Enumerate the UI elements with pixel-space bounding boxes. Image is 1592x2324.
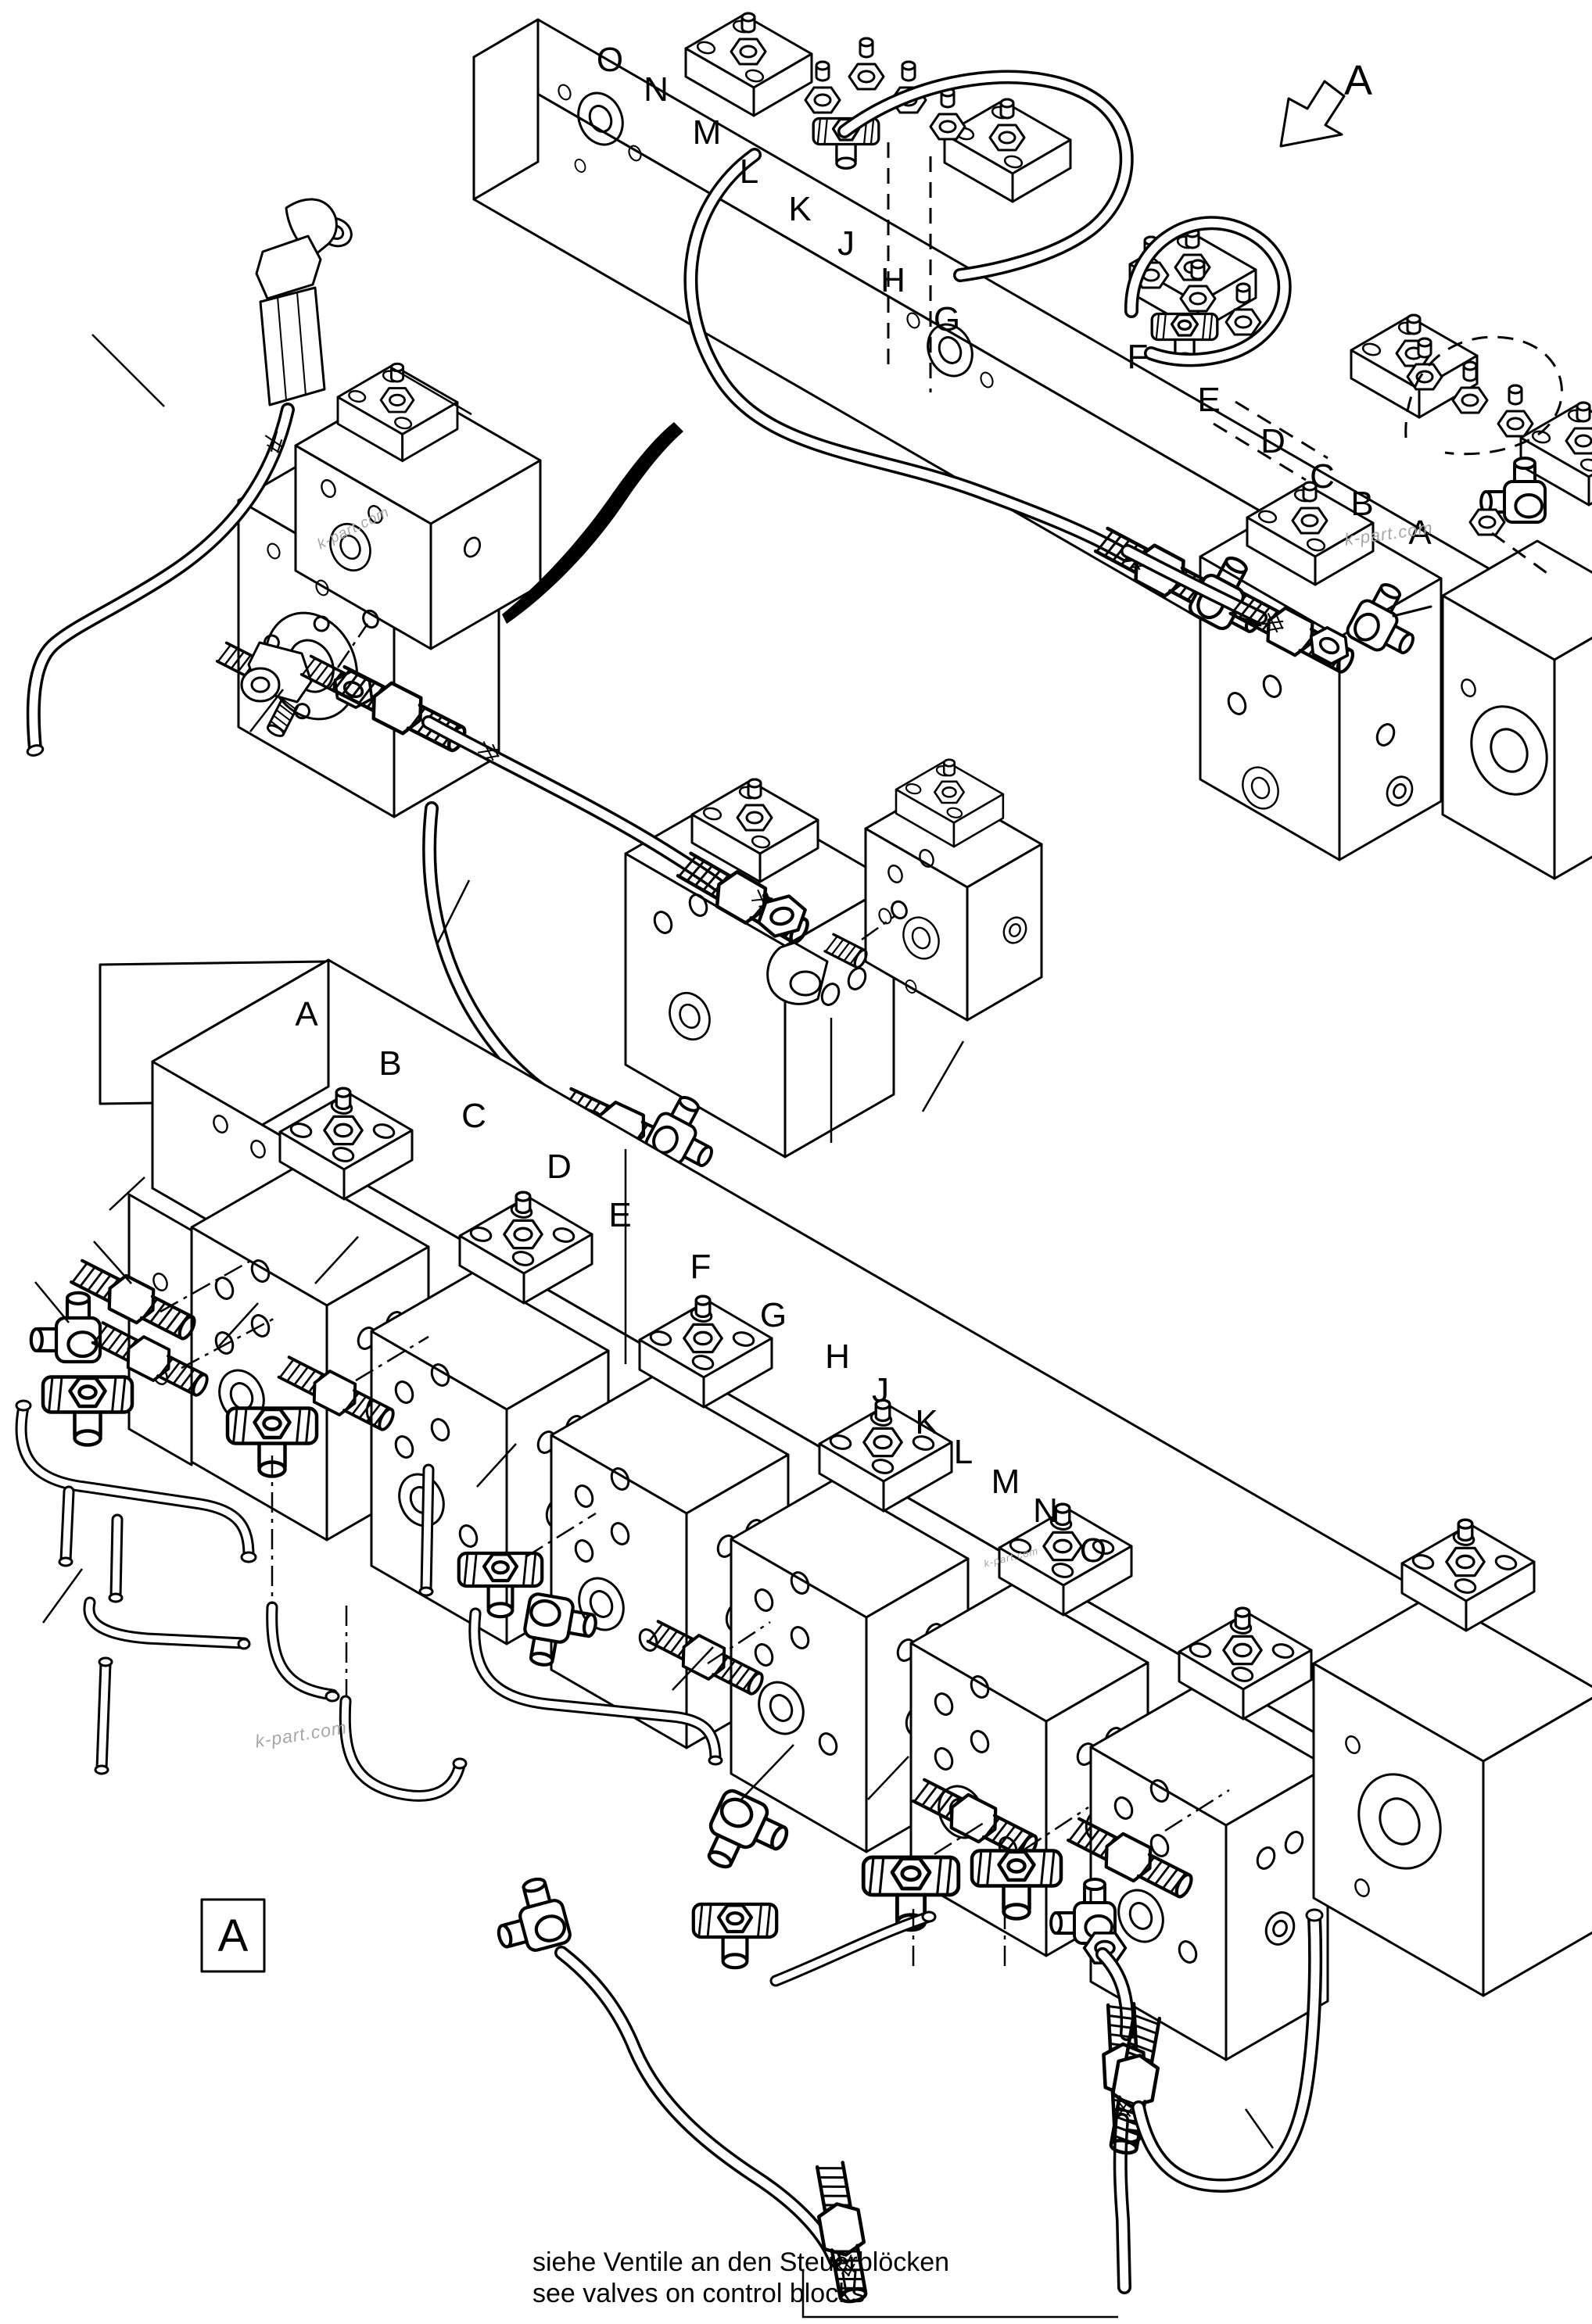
detail-marker-label: A [217, 1910, 249, 1961]
bottom-label-m: M [991, 1463, 1020, 1501]
top-label-d: D [1260, 422, 1285, 460]
bottom-label-d: D [547, 1148, 572, 1186]
tee-fitting-detail [215, 641, 815, 951]
top-label-m: M [692, 113, 722, 152]
section-swoosh [502, 422, 683, 624]
top-assembly-hidden-lines [887, 142, 1563, 580]
top-label-g: G [933, 300, 961, 338]
view-arrow-label: A [1343, 57, 1373, 104]
axis-lines [160, 623, 1230, 1970]
bottom-label-e: E [608, 1196, 632, 1234]
top-label-f: F [1127, 338, 1149, 376]
bottom-label-h: H [825, 1337, 850, 1376]
bottom-label-j: J [872, 1371, 889, 1409]
bottom-label-g: G [759, 1296, 787, 1334]
bottom-label-l: L [953, 1433, 973, 1471]
bottom-label-o: O [1079, 1531, 1107, 1570]
leader-lines [34, 334, 1275, 2319]
bottom-label-k: K [915, 1403, 938, 1441]
top-label-k: K [788, 190, 812, 228]
top-label-h: H [880, 261, 905, 299]
top-label-c: C [1310, 457, 1335, 496]
left-hose-detail [26, 198, 353, 757]
bottom-label-b: B [378, 1044, 402, 1083]
valve-block-1 [294, 363, 542, 650]
top-label-n: N [644, 70, 669, 109]
top-label-l: L [739, 152, 759, 191]
caption-german: siehe Ventile an den Steuerblöcken [532, 2247, 950, 2277]
bottom-assembly-tubes [15, 1399, 937, 1987]
bottom-label-n: N [1033, 1491, 1058, 1530]
bottom-assembly-hoses [487, 1875, 1324, 2304]
top-label-a: A [1408, 514, 1432, 552]
detail-marker-box [200, 1898, 266, 1973]
top-label-j: J [837, 224, 855, 263]
bottom-label-f: F [690, 1248, 712, 1286]
bottom-assembly-blocks [192, 1169, 1592, 2060]
top-label-e: E [1197, 381, 1221, 419]
view-direction-arrow [1279, 80, 1346, 148]
valve-block-2 [754, 760, 1043, 1022]
caption-english: see valves on control blocks [532, 2279, 866, 2308]
bottom-label-a: A [295, 995, 318, 1033]
top-label-b: B [1350, 485, 1374, 523]
top-label-o: O [596, 41, 624, 79]
bottom-label-c: C [461, 1097, 486, 1135]
